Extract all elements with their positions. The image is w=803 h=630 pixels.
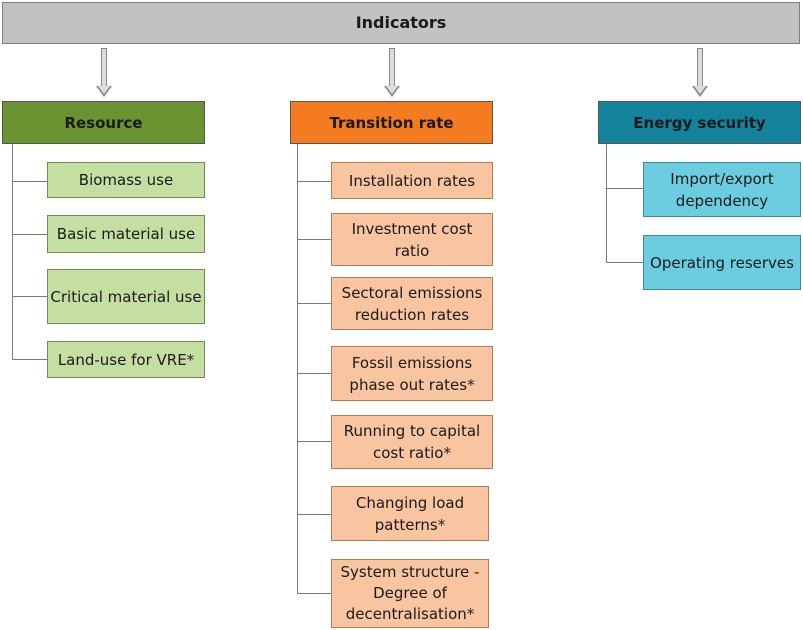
security-item: Operating reserves	[643, 235, 801, 290]
transition-item: Installation rates	[331, 162, 493, 199]
transition-item: Running to capital cost ratio*	[331, 415, 493, 469]
transition-item: Fossil emissions phase out rates*	[331, 346, 493, 401]
transition-branch	[297, 441, 331, 442]
transition-branch	[297, 303, 331, 304]
transition-item: System structure - Degree of decentralis…	[331, 559, 489, 628]
transition-rate-label: Transition rate	[329, 113, 454, 132]
security-branch	[606, 188, 643, 189]
transition-branch	[297, 593, 331, 594]
transition-item: Changing load patterns*	[331, 486, 489, 541]
resource-item-label: Basic material use	[56, 225, 196, 243]
arrow-transition-head-fill	[386, 86, 398, 94]
transition-branch	[297, 373, 331, 374]
transition-item-label: Installation rates	[348, 171, 476, 190]
security-trunk	[606, 144, 607, 262]
security-item-label: Operating reserves	[650, 253, 794, 272]
arrow-resource-head-fill	[98, 86, 110, 94]
transition-rate-header: Transition rate	[290, 101, 493, 144]
arrow-security-shaft	[697, 48, 703, 86]
security-item-label: Import/export dependency	[670, 169, 774, 210]
security-branch	[606, 262, 643, 263]
resource-branch	[12, 181, 47, 182]
resource-item-label: Biomass use	[78, 171, 174, 189]
arrow-security-head-fill	[694, 86, 706, 94]
resource-header: Resource	[2, 101, 205, 144]
resource-item: Biomass use	[47, 162, 205, 198]
energy-security-header: Energy security	[598, 101, 801, 144]
transition-item-label: Investment cost ratio	[351, 219, 473, 260]
resource-branch	[12, 296, 47, 297]
arrow-resource-shaft	[101, 48, 107, 86]
security-item: Import/export dependency	[643, 162, 801, 217]
resource-branch	[12, 359, 47, 360]
resource-item: Critical material use	[47, 269, 205, 324]
resource-item-label: Critical material use	[50, 287, 202, 306]
indicators-title: Indicators	[355, 13, 447, 32]
transition-item-label: Sectoral emissions reduction rates	[341, 283, 483, 324]
transition-item-label: Fossil emissions phase out rates*	[349, 353, 475, 394]
resource-item: Basic material use	[47, 215, 205, 253]
resource-trunk	[12, 144, 13, 360]
transition-item-label: Running to capital cost ratio*	[343, 422, 481, 462]
transition-item-label: System structure - Degree of decentralis…	[340, 563, 480, 623]
resource-item-label: Land-use for VRE*	[57, 350, 195, 369]
resource-label: Resource	[64, 113, 143, 132]
indicators-header: Indicators	[2, 2, 800, 44]
energy-security-label: Energy security	[633, 113, 766, 132]
transition-item: Sectoral emissions reduction rates	[331, 277, 493, 330]
transition-branch	[297, 239, 331, 240]
transition-branch	[297, 181, 331, 182]
arrow-transition-shaft	[389, 48, 395, 86]
transition-item-label: Changing load patterns*	[355, 493, 465, 534]
transition-item: Investment cost ratio	[331, 213, 493, 266]
transition-trunk	[297, 144, 298, 593]
resource-branch	[12, 234, 47, 235]
resource-item: Land-use for VRE*	[47, 341, 205, 378]
transition-branch	[297, 514, 331, 515]
